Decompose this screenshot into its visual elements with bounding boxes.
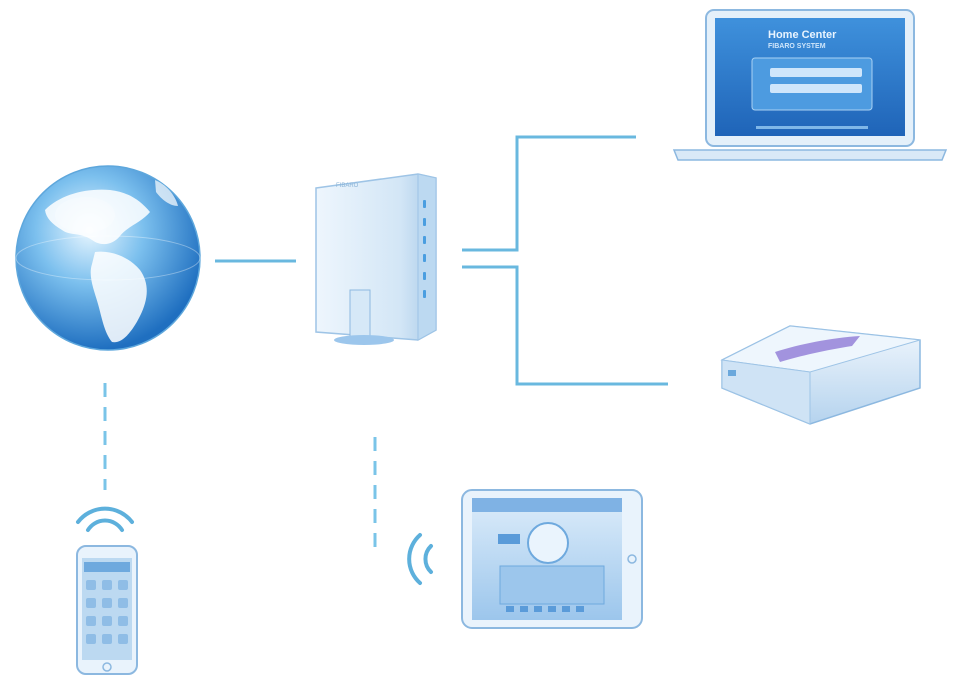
globe-icon bbox=[15, 165, 201, 351]
home-center-icon bbox=[720, 325, 921, 425]
connection-router-laptop bbox=[462, 135, 636, 252]
smartphone-icon bbox=[76, 545, 138, 675]
tablet-icon bbox=[461, 489, 643, 629]
connection-router-home-center bbox=[462, 265, 668, 386]
router-icon: FIBARO bbox=[315, 173, 437, 345]
laptop-icon: Home Center FIBARO SYSTEM bbox=[672, 9, 948, 161]
tablet-wifi-icon bbox=[407, 533, 433, 585]
smartphone-wifi-icon bbox=[76, 506, 134, 532]
laptop-screen-subtitle: FIBARO SYSTEM bbox=[768, 43, 826, 50]
laptop-screen-title: Home Center bbox=[768, 29, 837, 41]
router-brand-label: FIBARO bbox=[336, 183, 359, 189]
